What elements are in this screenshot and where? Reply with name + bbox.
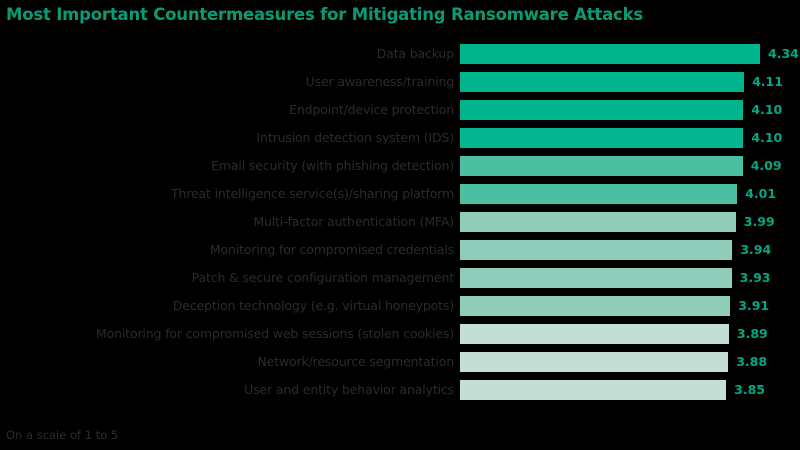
category-label: User awareness/training — [305, 74, 455, 89]
category-label-container: User awareness/training — [0, 68, 460, 96]
bar — [460, 212, 736, 232]
bar-row: Multi-factor authentication (MFA) 3.99 — [0, 208, 800, 236]
category-label-container: Network/resource segmentation — [0, 348, 460, 376]
category-label: Monitoring for compromised credentials — [209, 242, 454, 257]
category-label-container: Intrusion detection system (IDS) — [0, 124, 460, 152]
category-label: User and entity behavior analytics — [244, 382, 454, 397]
category-label-container: Monitoring for compromised web sessions … — [0, 320, 460, 348]
bar-row: User awareness/training 4.11 — [0, 68, 800, 96]
category-label-container: Deception technology (e.g. virtual honey… — [0, 292, 460, 320]
bar-value-label: 4.09 — [750, 158, 782, 173]
bar — [460, 156, 743, 176]
chart-title: Most Important Countermeasures for Mitig… — [6, 5, 644, 24]
bar-row: Intrusion detection system (IDS) 4.10 — [0, 124, 800, 152]
category-label-container: Endpoint/device protection — [0, 96, 460, 124]
bar — [460, 324, 729, 344]
category-label-container: Email security (with phishing detection) — [0, 152, 460, 180]
category-label: Patch & secure configuration management — [191, 270, 454, 285]
category-label-container: Threat intelligence service(s)/sharing p… — [0, 180, 460, 208]
bar — [460, 240, 733, 260]
bar — [460, 380, 727, 400]
category-label: Email security (with phishing detection) — [211, 158, 454, 173]
bar-value-label: 3.85 — [734, 382, 765, 397]
bar-row: User and entity behavior analytics 3.85 — [0, 376, 800, 404]
bar — [460, 296, 731, 316]
bar — [460, 352, 729, 372]
bar — [460, 72, 745, 92]
bar-value-label: 4.10 — [751, 130, 783, 145]
bar — [460, 100, 744, 120]
bar-row: Email security (with phishing detection)… — [0, 152, 800, 180]
bar-row: Monitoring for compromised web sessions … — [0, 320, 800, 348]
bar-value-label: 4.34 — [768, 46, 799, 61]
bar — [460, 128, 744, 148]
bar-value-label: 3.89 — [736, 326, 768, 341]
bar-row: Endpoint/device protection 4.10 — [0, 96, 800, 124]
category-label-container: Patch & secure configuration management — [0, 264, 460, 292]
bar — [460, 44, 760, 64]
bar-row: Patch & secure configuration management 3… — [0, 264, 800, 292]
chart-footnote: On a scale of 1 to 5 — [6, 428, 119, 442]
category-label: Multi-factor authentication (MFA) — [253, 214, 454, 229]
category-label-container: User and entity behavior analytics — [0, 376, 460, 404]
bar-value-label: 4.11 — [752, 74, 783, 89]
category-label: Network/resource segmentation — [257, 354, 454, 369]
category-label-container: Monitoring for compromised credentials — [0, 236, 460, 264]
bar-row: Monitoring for compromised credentials 3.… — [0, 236, 800, 264]
category-label: Monitoring for compromised web sessions … — [95, 326, 454, 341]
bar-row: Data backup 4.34 — [0, 40, 800, 68]
bar-value-label: 3.93 — [739, 270, 771, 285]
category-label: Deception technology (e.g. virtual honey… — [172, 298, 454, 313]
bar — [460, 184, 738, 204]
bar-value-label: 3.91 — [738, 298, 770, 313]
category-label: Threat intelligence service(s)/sharing p… — [171, 186, 454, 201]
category-label: Data backup — [376, 46, 455, 61]
category-label-container: Multi-factor authentication (MFA) — [0, 208, 460, 236]
category-label-container: Data backup — [0, 40, 460, 68]
bar — [460, 268, 732, 288]
bar-value-label: 4.01 — [745, 186, 777, 201]
bar-row: Deception technology (e.g. virtual honey… — [0, 292, 800, 320]
bar-value-label: 3.99 — [743, 214, 775, 229]
bar-row: Threat intelligence service(s)/sharing p… — [0, 180, 800, 208]
category-label: Endpoint/device protection — [289, 102, 454, 117]
bar-value-label: 4.10 — [751, 102, 783, 117]
bar-value-label: 3.88 — [736, 354, 768, 369]
category-label: Intrusion detection system (IDS) — [256, 130, 455, 145]
bar-row: Network/resource segmentation 3.88 — [0, 348, 800, 376]
bar-value-label: 3.94 — [740, 242, 772, 257]
